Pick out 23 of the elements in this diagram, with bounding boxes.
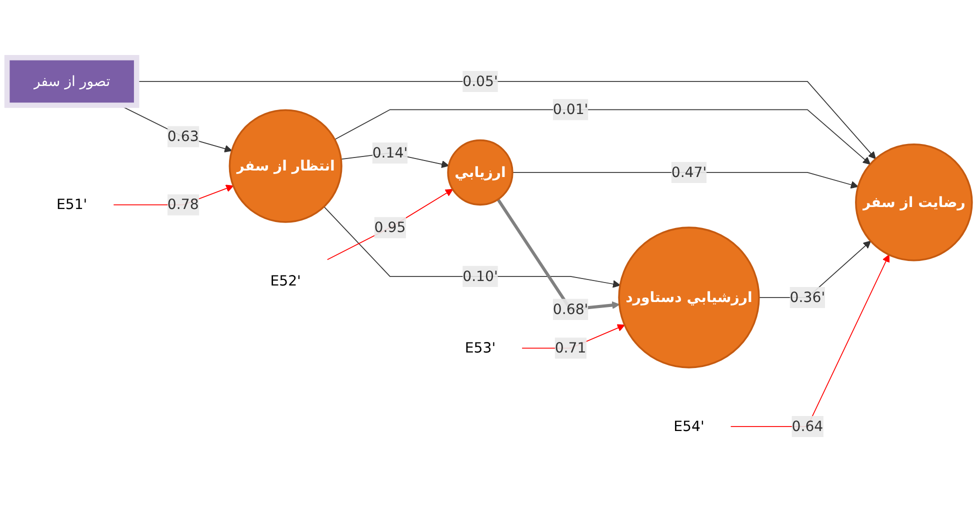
edge-label: 0.64 (792, 418, 824, 434)
node-text: E52' (270, 272, 301, 289)
node-text: E51' (56, 196, 88, 213)
edge-label: 0.36' (790, 288, 826, 306)
edge-label: 0.68' (552, 300, 588, 318)
edge-label: 0.01' (552, 100, 588, 118)
arrow (334, 109, 871, 165)
edge-label: 0.71 (554, 339, 586, 356)
edge-label: 0.47' (671, 164, 707, 180)
arrow (730, 254, 890, 427)
edge-label: 0.05' (462, 72, 498, 90)
arrow (512, 172, 858, 189)
edge-label: 0.10' (462, 268, 498, 284)
node-text: E54' (674, 418, 704, 434)
arrow (326, 188, 454, 260)
arrow (324, 206, 620, 288)
edge-label: 0.95 (374, 218, 406, 236)
node-circle: ارزيابي (447, 139, 514, 206)
node-text: E53' (464, 339, 496, 356)
edge-label: 0.14' (372, 144, 408, 162)
edge-label: 0.63 (167, 128, 199, 145)
node-circle: ارزشيابي دستاورد (618, 226, 760, 368)
edge-label: 0.78 (167, 196, 199, 213)
